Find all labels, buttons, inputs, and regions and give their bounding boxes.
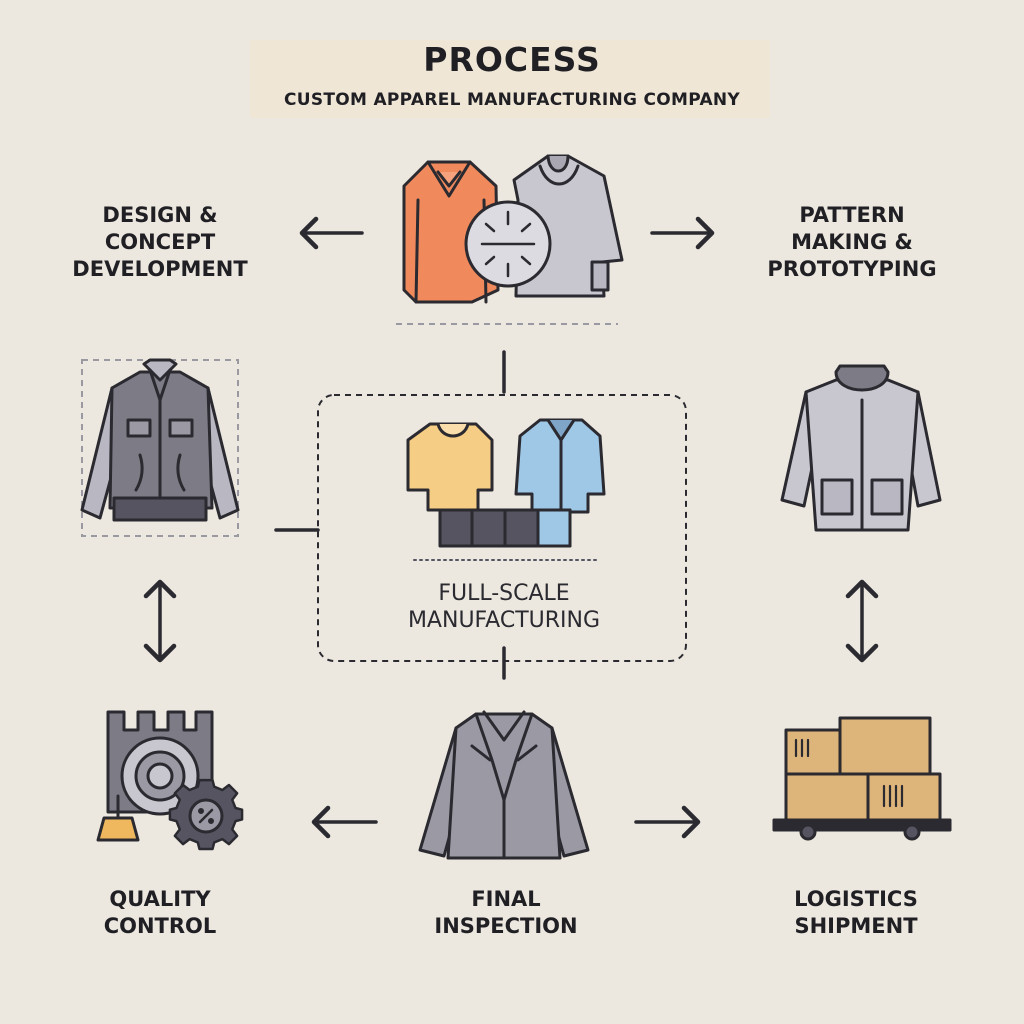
quality-gear-icon xyxy=(96,710,244,851)
design-line-2: CONCEPT xyxy=(104,230,216,254)
manufacturing-step-label: FULL-SCALE MANUFACTURING xyxy=(362,580,646,634)
pattern-line-1: PATTERN xyxy=(799,203,905,227)
inspection-line-2: INSPECTION xyxy=(434,914,578,938)
logistics-step-label: LOGISTICS SHIPMENT xyxy=(756,886,956,940)
design-line-3: DEVELOPMENT xyxy=(72,257,248,281)
logistics-line-1: LOGISTICS xyxy=(794,887,918,911)
pattern-line-2: MAKING & xyxy=(791,230,913,254)
turtleneck-coat-icon xyxy=(780,364,942,532)
boxes-cart-icon xyxy=(772,716,952,841)
quality-line-1: QUALITY xyxy=(109,887,211,911)
manufacturing-frame xyxy=(317,394,687,662)
inspection-line-1: FINAL xyxy=(471,887,541,911)
manufacturing-line-2: MANUFACTURING xyxy=(407,608,601,633)
quality-step-label: QUALITY CONTROL xyxy=(60,886,260,940)
page-title: PROCESS xyxy=(423,40,601,79)
blazer-icon xyxy=(418,710,590,860)
page-subtitle: CUSTOM APPAREL MANUFACTURING COMPANY xyxy=(283,90,741,110)
inspection-step-label: FINAL INSPECTION xyxy=(404,886,608,940)
logistics-line-2: SHIPMENT xyxy=(794,914,918,938)
title-band xyxy=(250,40,770,118)
quality-line-2: CONTROL xyxy=(103,914,217,938)
vest-jacket-icon xyxy=(80,358,240,522)
design-line-1: DESIGN & xyxy=(102,203,218,227)
manufacturing-line-1: FULL-SCALE xyxy=(438,581,570,606)
shirt-and-sweater-icon xyxy=(402,154,624,304)
design-step-label: DESIGN & CONCEPT DEVELOPMENT xyxy=(60,202,260,283)
pattern-line-3: PROTOTYPING xyxy=(767,257,937,281)
pattern-step-label: PATTERN MAKING & PROTOTYPING xyxy=(752,202,952,283)
tshirts-on-tray-icon xyxy=(406,418,606,561)
